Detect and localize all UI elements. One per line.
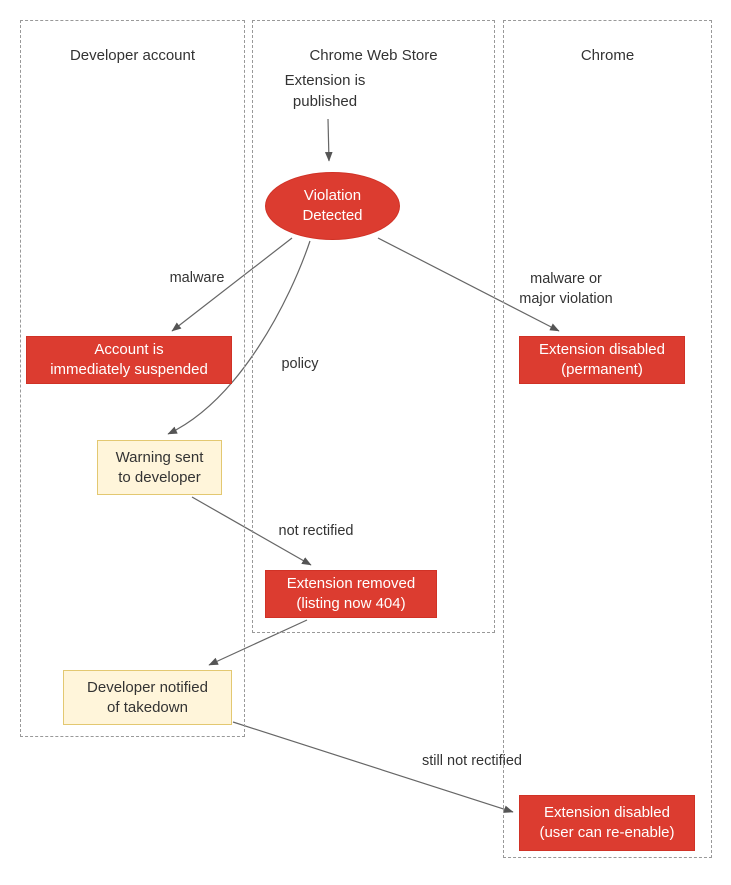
edge-label-malware-or-major-violation: malware or major violation bbox=[519, 271, 613, 307]
edge-label-malware: malware bbox=[169, 270, 225, 286]
lane-chrome-web-store: Chrome Web Store bbox=[252, 20, 495, 633]
lane-developer-account: Developer account bbox=[20, 20, 245, 737]
edge-label-policy: policy bbox=[281, 356, 319, 372]
edge-label-still-not-rectified: still not rectified bbox=[422, 753, 522, 769]
node-extension-disabled-permanent[interactable]: Extension disabled (permanent) bbox=[519, 336, 685, 384]
lane-chrome: Chrome bbox=[503, 20, 712, 858]
node-extension-removed[interactable]: Extension removed (listing now 404) bbox=[265, 570, 437, 618]
node-warning-sent[interactable]: Warning sent to developer bbox=[97, 440, 222, 495]
lane-title-chrome: Chrome bbox=[580, 47, 635, 64]
node-violation-detected[interactable]: Violation Detected bbox=[265, 172, 400, 240]
edge-label-not-rectified: not rectified bbox=[278, 523, 354, 539]
node-extension-disabled-re-enable[interactable]: Extension disabled (user can re-enable) bbox=[519, 795, 695, 851]
node-developer-notified[interactable]: Developer notified of takedown bbox=[63, 670, 232, 725]
node-extension-published: Extension is published bbox=[284, 72, 366, 110]
lane-title-chrome-web-store: Chrome Web Store bbox=[309, 47, 438, 64]
node-account-suspended[interactable]: Account is immediately suspended bbox=[26, 336, 232, 384]
lane-title-developer-account: Developer account bbox=[69, 47, 196, 64]
